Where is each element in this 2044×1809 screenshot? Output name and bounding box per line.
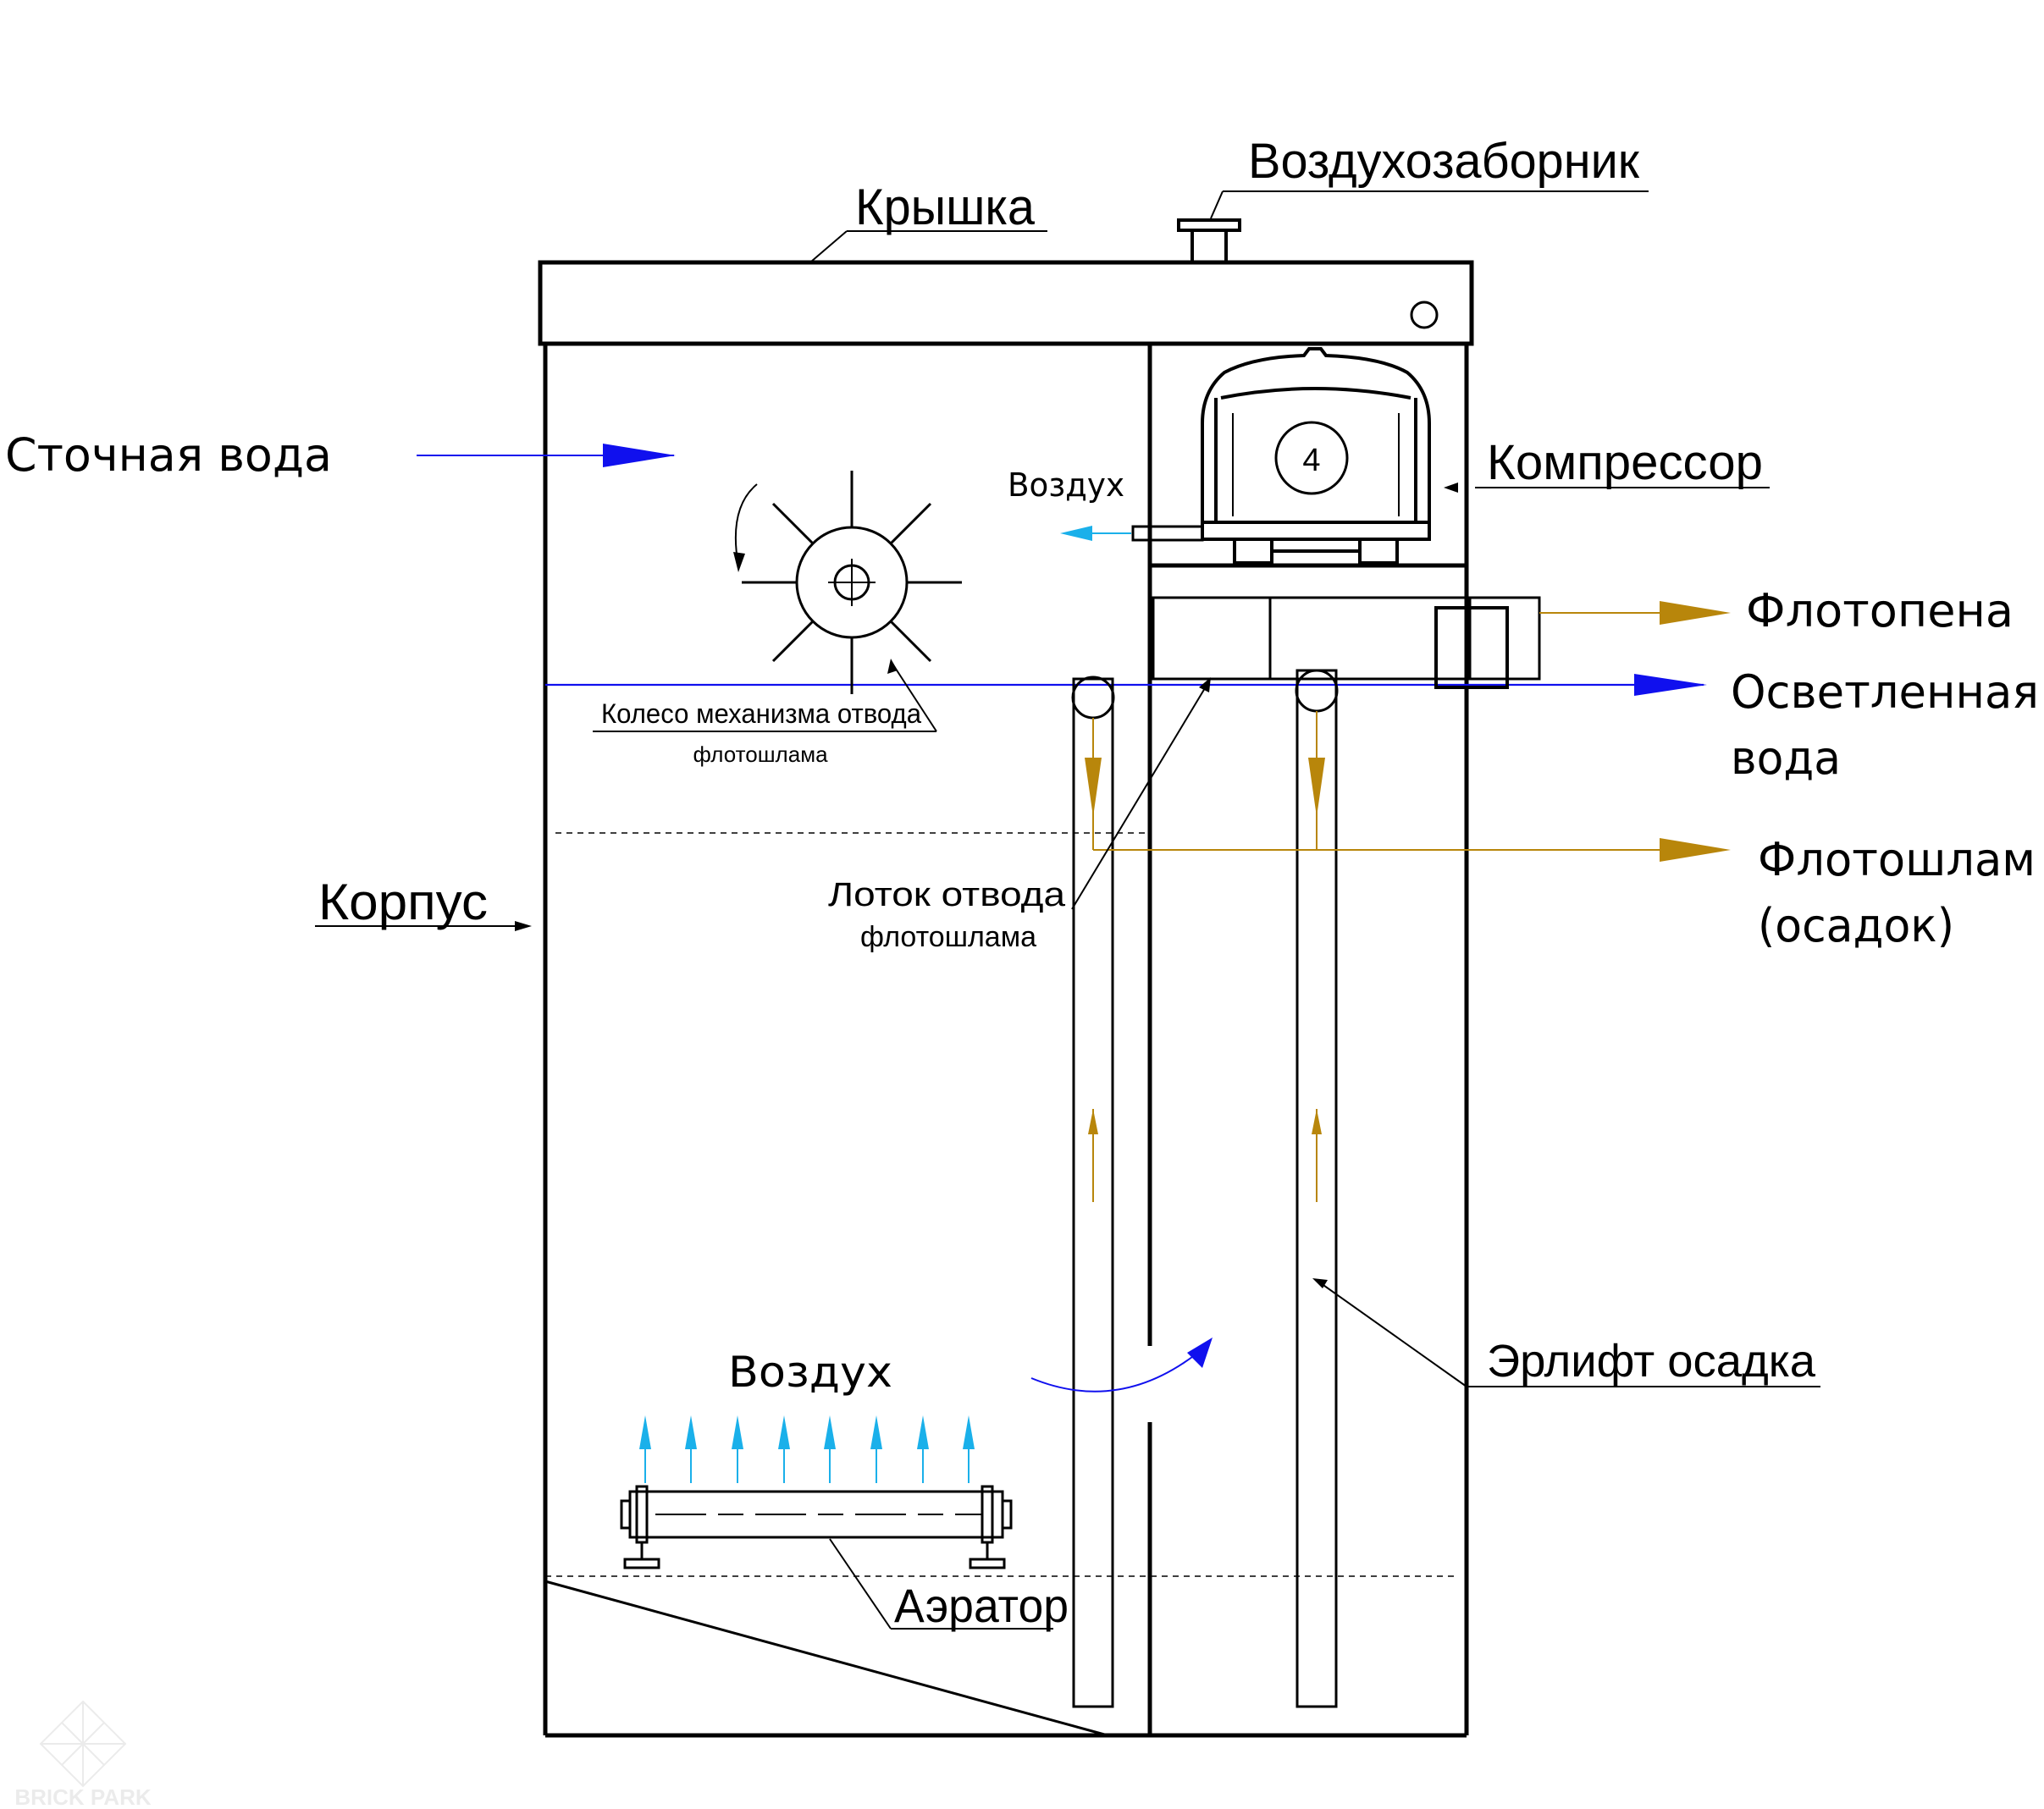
tank-cover — [538, 260, 1474, 346]
sludge-label-line2: (осадок) — [1758, 899, 1954, 952]
tray-label-line1: Лоток отвода — [828, 876, 1066, 913]
wastewater-arrow — [603, 444, 676, 467]
body-label: Корпус — [318, 874, 488, 930]
watermark-text: BRICK PARK — [14, 1784, 152, 1809]
flotofoam-arrow — [1539, 601, 1731, 625]
aerator-air-arrows — [639, 1415, 975, 1483]
clarified-label-line2: вода — [1731, 731, 1841, 785]
wheel-label-line2: флотошлама — [693, 742, 828, 767]
clarified-arrow — [1634, 674, 1707, 696]
brick-park-watermark: BRICK PARK — [14, 1700, 152, 1809]
sludge-flow — [1085, 711, 1731, 1202]
air-bottom-label: Воздух — [728, 1348, 892, 1397]
clarified-label-line1: Осветленная — [1731, 665, 2039, 719]
aerator-label: Аэратор — [894, 1579, 1069, 1632]
compressor-number: 4 — [1302, 443, 1320, 478]
wheel-label-line1: Колесо механизма отвода — [601, 698, 921, 729]
water-flow — [417, 444, 1707, 696]
tray-label-line2: флотошлама — [860, 921, 1036, 953]
cover-label: Крышка — [855, 179, 1036, 235]
airlift-label: Эрлифт осадка — [1487, 1336, 1816, 1387]
compressor-label: Компрессор — [1487, 435, 1763, 490]
sludge-wheel — [733, 471, 962, 694]
sludge-outlet-arrow — [1660, 838, 1731, 862]
compressor-air-arrow — [1060, 526, 1131, 541]
aerator — [620, 1485, 1013, 1569]
air-intake-label: Воздухозаборник — [1248, 134, 1640, 189]
compressor — [1131, 347, 1431, 565]
cover-hole — [1410, 301, 1439, 329]
air-top-label: Воздух — [1008, 466, 1124, 504]
collection-tray — [1152, 596, 1541, 689]
level-lines — [545, 832, 1458, 1577]
wastewater-label: Сточная вода — [5, 428, 332, 482]
air-intake-pipe — [1177, 218, 1241, 264]
flotofoam-label: Флотопена — [1746, 584, 2014, 637]
leader-arrowheads — [515, 483, 1458, 1288]
tank-body — [538, 260, 1474, 1738]
leader-lines — [315, 190, 1820, 1630]
airlift-tubes — [1071, 669, 1339, 1708]
partition-flow-arrow — [1030, 1337, 1213, 1393]
sludge-label-line1: Флотошлам — [1758, 833, 2036, 886]
